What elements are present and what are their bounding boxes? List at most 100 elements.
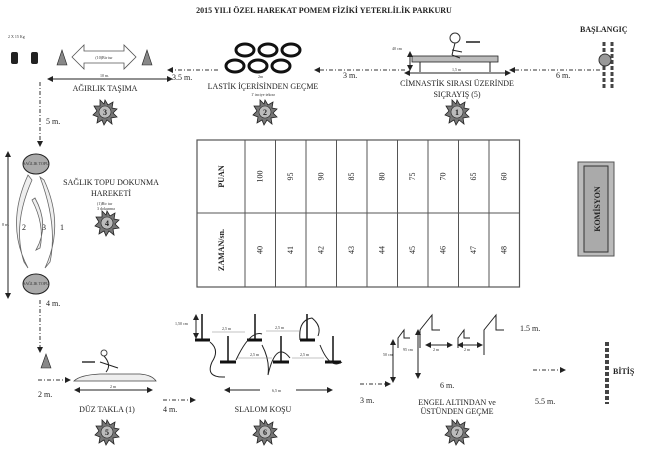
ball-label: SAĞLIK TOPU bbox=[23, 161, 49, 166]
table-cell: 43 bbox=[347, 246, 356, 254]
table-cell: 60 bbox=[499, 173, 508, 181]
distance-label: 6 m. bbox=[556, 71, 570, 80]
tumble-mat bbox=[73, 349, 157, 382]
station-1-name-2: SIÇRAYIŞ (5) bbox=[433, 90, 480, 99]
station-5-name: DÜZ TAKLA (1) bbox=[79, 405, 135, 414]
distance-label: 4 m. bbox=[163, 405, 177, 414]
step-label: 1 bbox=[60, 223, 64, 232]
distance-label: 3 m. bbox=[360, 396, 374, 405]
svg-text:7: 7 bbox=[455, 428, 459, 437]
station-6-name: SLALOM KOŞU bbox=[235, 405, 292, 414]
weight-note: 2 X 15 Kg bbox=[8, 34, 25, 39]
slalom-length-note: 6,5 m bbox=[272, 388, 282, 394]
svg-text:5: 5 bbox=[105, 428, 109, 437]
distance-label: 3 m. bbox=[343, 71, 357, 80]
station-4-badge: 4 bbox=[94, 210, 120, 237]
table-cell: 95 bbox=[286, 173, 295, 181]
svg-text:3: 3 bbox=[103, 108, 107, 117]
station-3-name: AĞIRLIK TAŞIMA bbox=[73, 83, 138, 93]
cone bbox=[141, 49, 153, 66]
cone bbox=[56, 49, 68, 66]
table-cell: 75 bbox=[408, 173, 417, 181]
pole-height-note: 1,50 cm bbox=[175, 321, 189, 327]
distance-label: 4 m. bbox=[46, 299, 60, 308]
weight-length-note: 10 m. bbox=[100, 73, 109, 78]
table-row-label: PUAN bbox=[217, 165, 226, 187]
table-cell: 47 bbox=[469, 246, 478, 254]
station-2-badge: 2 bbox=[252, 99, 278, 126]
hurdle-height-note: 95 cm bbox=[403, 347, 414, 352]
svg-text:1: 1 bbox=[455, 108, 459, 117]
table-cell: 100 bbox=[255, 171, 264, 183]
ball-label: SAĞLIK TOPU bbox=[23, 281, 49, 286]
station-6-badge: 6 bbox=[252, 419, 278, 446]
gap-note: 2,5 m bbox=[275, 325, 285, 331]
station-1-badge: 1 bbox=[444, 99, 470, 126]
station-3-badge: 3 bbox=[92, 99, 118, 126]
cone bbox=[40, 353, 52, 369]
station-7-name-2: ÜSTÜNDEN GEÇME bbox=[420, 407, 493, 416]
station-4-name-2: HAREKETİ bbox=[91, 189, 131, 198]
table-cell: 44 bbox=[377, 246, 386, 254]
table-cell: 85 bbox=[347, 173, 356, 181]
start-post bbox=[598, 42, 614, 90]
station-7-badge: 7 bbox=[444, 419, 470, 446]
finish-label: BİTİŞ bbox=[613, 366, 635, 376]
station-4-note-2: 3 dokunma bbox=[97, 206, 115, 211]
svg-text:2: 2 bbox=[263, 108, 267, 117]
gap-note: 2 m bbox=[433, 347, 440, 352]
svg-text:KOMİSYON: KOMİSYON bbox=[592, 186, 602, 232]
step-label: 3 bbox=[42, 223, 46, 232]
table-cell: 40 bbox=[255, 246, 264, 254]
gap-note: 2,5 m bbox=[250, 352, 260, 358]
station-5-badge: 5 bbox=[94, 419, 120, 446]
table-cell: 65 bbox=[469, 173, 478, 181]
table-cell: 42 bbox=[316, 246, 325, 254]
distance-label: 3.5 m. bbox=[172, 73, 192, 82]
hurdle-length-note: 6 m. bbox=[440, 381, 454, 390]
table-cell: 46 bbox=[438, 246, 447, 254]
distance-label: 5 m. bbox=[46, 117, 60, 126]
bench-height-note: 40 cm bbox=[392, 46, 403, 51]
hurdle-height-note: 50 cm bbox=[383, 352, 394, 357]
tires-length-note: 2m bbox=[258, 74, 264, 79]
hurdles bbox=[397, 313, 504, 355]
lap-note: (10)Bir tur bbox=[95, 55, 113, 60]
commission-box: KOMİSYON bbox=[577, 161, 615, 257]
table-cell: 41 bbox=[286, 246, 295, 254]
table-row-label: ZAMAN/sn. bbox=[217, 229, 226, 271]
station-4-note: (1)Bir tur bbox=[97, 201, 113, 206]
hurdle-spacing-note: 1.5 m. bbox=[520, 324, 540, 333]
medicine-ball bbox=[22, 153, 50, 175]
station-2-name: LASTİK İÇERİSİNDEN GEÇME bbox=[208, 82, 319, 91]
mat-length-note: 2 m bbox=[110, 384, 117, 389]
curved-arrows bbox=[16, 174, 56, 269]
table-cell: 48 bbox=[499, 246, 508, 254]
medicine-ball bbox=[22, 273, 50, 295]
step-label: 2 bbox=[22, 223, 26, 232]
station-4-name: SAĞLIK TOPU DOKUNMA bbox=[63, 177, 159, 187]
table-cell: 80 bbox=[377, 173, 386, 181]
table-cell: 70 bbox=[438, 173, 447, 181]
svg-text:6: 6 bbox=[263, 428, 267, 437]
ball-length-note: 8 m. bbox=[2, 222, 9, 227]
tires bbox=[224, 42, 302, 74]
bench-length-note: 1,5 m bbox=[452, 67, 462, 73]
double-arrow bbox=[71, 44, 137, 70]
svg-text:4: 4 bbox=[105, 219, 109, 228]
station-2-note: 1' inciye tekrar bbox=[251, 92, 275, 97]
station-1-name: CİMNASTİK SIRASI ÜZERİNDE bbox=[400, 79, 514, 88]
slalom-path bbox=[209, 317, 343, 378]
table-cell: 45 bbox=[408, 246, 417, 254]
distance-label: 5.5 m. bbox=[535, 397, 555, 406]
slalom-poles bbox=[195, 314, 341, 364]
distance-label: 2 m. bbox=[38, 390, 52, 399]
station-7-name: ENGEL ALTINDAN ve bbox=[418, 398, 496, 407]
start-label: BAŞLANGIÇ bbox=[580, 25, 628, 34]
gap-note: 2 m bbox=[464, 347, 471, 352]
kettlebells bbox=[11, 52, 38, 64]
table-cell: 90 bbox=[316, 173, 325, 181]
gap-note: 2,5 m bbox=[300, 352, 310, 358]
